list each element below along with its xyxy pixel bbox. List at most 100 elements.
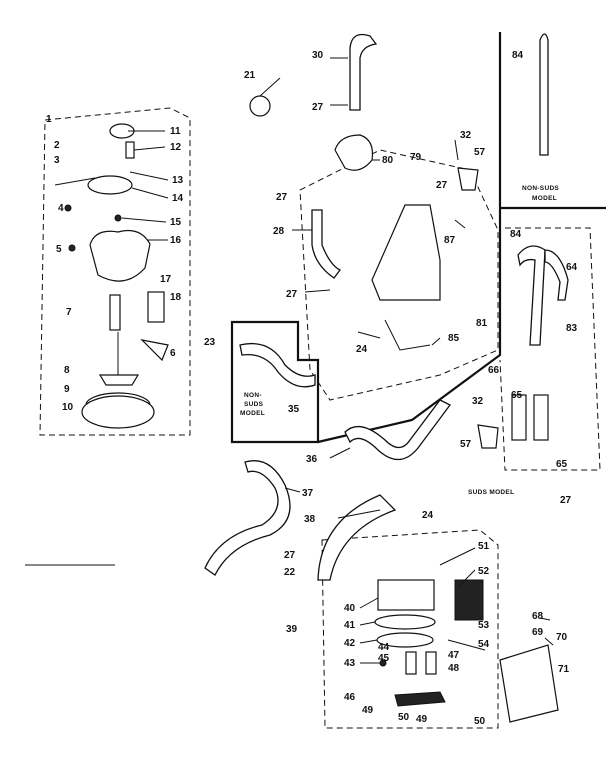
callout-c38: 38 — [304, 514, 316, 525]
callout-c41: 41 — [344, 620, 356, 631]
callout-c65b: 65 — [556, 459, 568, 470]
pump-group-frame — [321, 529, 499, 729]
callout-c12: 12 — [170, 142, 182, 153]
leader-lines — [121, 57, 554, 664]
spring-part-48 — [425, 651, 437, 675]
tub-part-79 — [371, 204, 441, 301]
callout-c27f: 27 — [560, 495, 572, 506]
callout-c17: 17 — [160, 274, 172, 285]
callout-c28: 28 — [273, 226, 285, 237]
callout-c83: 83 — [566, 323, 578, 334]
callout-c79: 79 — [410, 152, 422, 163]
callout-c10: 10 — [62, 402, 74, 413]
hose-part-35 — [239, 342, 316, 388]
screw-part-5 — [68, 244, 76, 252]
nonsuds-left-divider — [230, 320, 320, 444]
pulley-part-10 — [81, 395, 155, 429]
callout-c49a: 49 — [362, 705, 374, 716]
fitting-part-65-right — [533, 394, 549, 441]
fitting-part-65-left — [511, 394, 527, 441]
callout-c80: 80 — [382, 155, 394, 166]
clutch-part-14 — [87, 175, 133, 195]
clamp-part-21 — [249, 95, 271, 117]
callout-c69: 69 — [532, 627, 544, 638]
callout-c68: 68 — [532, 611, 544, 622]
callout-c9: 9 — [64, 384, 70, 395]
callout-c87: 87 — [444, 235, 456, 246]
hose-part-84-top — [539, 33, 549, 156]
callout-c15: 15 — [170, 217, 182, 228]
callout-c4: 4 — [58, 203, 64, 214]
callout-c30: 30 — [312, 50, 324, 61]
center-group-frame — [299, 149, 499, 401]
callout-c1: 1 — [46, 114, 52, 125]
bracket-part-70 — [499, 644, 559, 723]
callout-c32a: 32 — [460, 130, 472, 141]
callout-c32b: 32 — [472, 396, 484, 407]
callout-c7: 7 — [66, 307, 72, 318]
bracket-part-18 — [147, 291, 165, 323]
callout-c11: 11 — [170, 126, 181, 137]
lever-part-6 — [140, 339, 169, 362]
callout-c70: 70 — [556, 632, 568, 643]
callout-c40: 40 — [344, 603, 356, 614]
filter-part-52 — [454, 579, 484, 621]
nonsuds-right-note-line1: NON-SUDS — [522, 185, 559, 192]
hose-part-30 — [349, 33, 378, 111]
callout-c36: 36 — [306, 454, 318, 465]
callout-c24b: 24 — [422, 510, 434, 521]
nonsuds-left-note-line1: NON- — [244, 392, 262, 399]
callout-c50a: 50 — [398, 712, 410, 723]
callout-c57b: 57 — [460, 439, 472, 450]
callout-c85: 85 — [448, 333, 460, 344]
callout-c64: 64 — [566, 262, 578, 273]
callout-c81: 81 — [476, 318, 488, 329]
callout-c27d: 27 — [436, 180, 448, 191]
callout-c13: 13 — [172, 175, 184, 186]
pump-assembly — [374, 579, 559, 723]
nonsuds-left-note-line2: SUDS — [244, 401, 264, 408]
callout-c14: 14 — [172, 193, 184, 204]
callout-c8: 8 — [64, 365, 70, 376]
valve-part-80 — [334, 134, 374, 171]
callout-c45: 45 — [378, 653, 390, 664]
callout-c27b: 27 — [276, 192, 288, 203]
callout-c47: 47 — [448, 650, 460, 661]
hose-part-36 — [344, 399, 451, 461]
callout-c22: 22 — [284, 567, 296, 578]
spring-arm-3 — [54, 177, 96, 186]
callout-c52: 52 — [478, 566, 490, 577]
callout-c57a: 57 — [474, 147, 486, 158]
callout-c54: 54 — [478, 639, 490, 650]
spring-part-12 — [125, 141, 135, 159]
callout-c49b: 49 — [416, 714, 428, 725]
spring-part-45 — [405, 651, 417, 675]
hose-part-37 — [204, 460, 291, 576]
washer-part-15 — [114, 214, 122, 222]
callout-c43: 43 — [344, 658, 356, 669]
callout-c24a: 24 — [356, 344, 368, 355]
callout-c44: 44 — [378, 642, 390, 653]
callout-c84a: 84 — [512, 50, 524, 61]
gasket-part-41 — [374, 614, 436, 630]
callout-c3: 3 — [54, 155, 60, 166]
callout-c39: 39 — [286, 624, 298, 635]
nonsuds-right-note-line2: MODEL — [532, 195, 557, 202]
hose-part-38 — [317, 494, 397, 581]
model-notes: NON-SUDS MODEL NON- SUDS MODEL SUDS MODE… — [240, 185, 559, 496]
callout-c27e: 27 — [284, 550, 296, 561]
hose-part-28 — [311, 209, 341, 279]
callout-c18: 18 — [170, 292, 182, 303]
callout-c84b: 84 — [510, 229, 522, 240]
suds-model-note: SUDS MODEL — [468, 489, 514, 496]
callout-c50b: 50 — [474, 716, 486, 727]
hose-part-64 — [544, 249, 569, 301]
callout-c16: 16 — [170, 235, 182, 246]
callout-c53: 53 — [478, 620, 490, 631]
spacer-part-7 — [109, 294, 121, 331]
callout-c48: 48 — [448, 663, 460, 674]
callout-c23: 23 — [204, 337, 216, 348]
housing-part-16 — [89, 229, 151, 282]
left-group-parts — [54, 123, 169, 429]
